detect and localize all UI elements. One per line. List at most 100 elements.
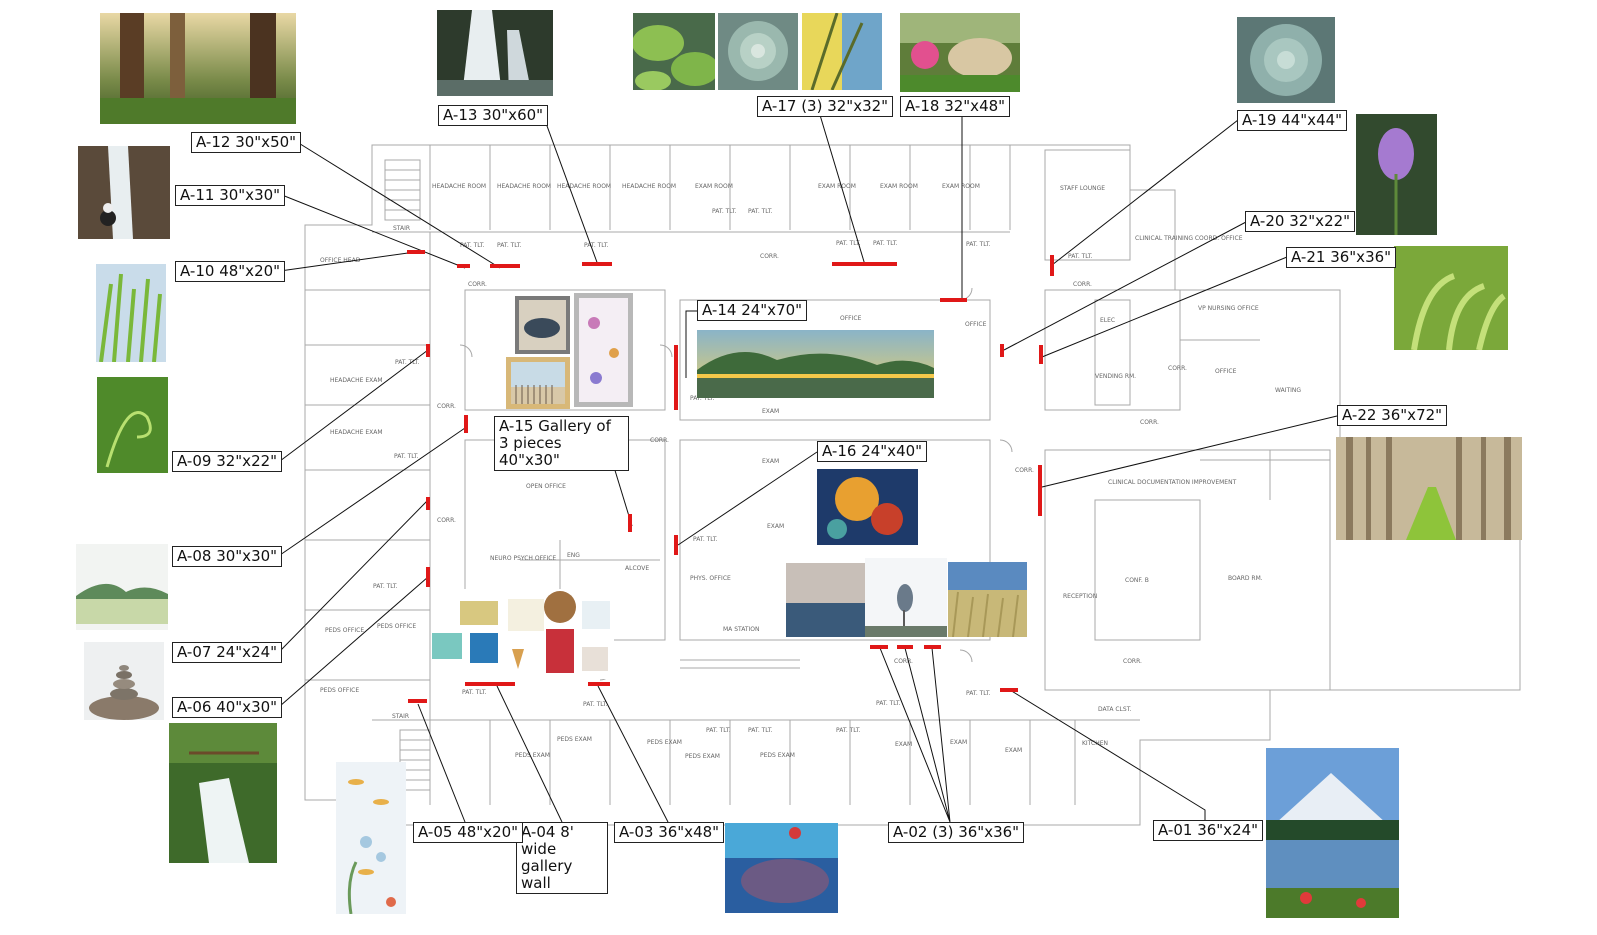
room-label: PAT. TLT. <box>748 727 773 734</box>
leader-a01 <box>1009 689 1206 822</box>
room-label: PEDS EXAM <box>760 752 795 759</box>
room-label: PAT. TLT. <box>1068 253 1093 260</box>
room-label: HEADACHE EXAM <box>330 377 383 384</box>
label-a13: A-13 30"x60" <box>438 105 549 126</box>
room-label: EXAM <box>895 741 912 748</box>
leader-a12 <box>296 141 501 269</box>
room-label: PAT. TLT. <box>748 208 773 215</box>
room-label: PAT. TLT. <box>394 453 419 460</box>
room-label: WAITING <box>1275 387 1301 394</box>
forest-photo <box>100 13 296 124</box>
room-label: EXAM ROOM <box>880 183 918 190</box>
room-label: BOARD RM. <box>1228 575 1263 582</box>
label-a12: A-12 30"x50" <box>191 132 302 153</box>
label-a20: A-20 32"x22" <box>1245 211 1356 232</box>
waterfall-photo <box>78 146 170 239</box>
garden-photo <box>900 13 1020 92</box>
leader-a08 <box>279 427 466 556</box>
label-a14: A-14 24"x70" <box>697 300 808 321</box>
tendril-photo <box>97 377 168 473</box>
room-label: CORR. <box>437 517 456 524</box>
leader-a20 <box>1003 221 1247 351</box>
room-label: HEADACHE ROOM <box>557 183 611 190</box>
room-label: PAT. TLT. <box>690 395 715 402</box>
room-label: ALCOVE <box>625 565 649 572</box>
room-label: EXAM <box>767 523 784 530</box>
room-label: PAT. TLT. <box>873 240 898 247</box>
room-label: EXAM <box>950 739 967 746</box>
leader-a19 <box>1051 119 1239 266</box>
label-a02: A-02 (3) 36"x36" <box>888 822 1025 843</box>
leader-a07 <box>279 499 429 652</box>
room-label: HEADACHE EXAM <box>330 429 383 436</box>
room-label: STAFF LOUNGE <box>1060 185 1105 192</box>
sea-photo <box>786 563 865 637</box>
room-label: CORR. <box>1015 467 1034 474</box>
label-a08: A-08 30"x30" <box>172 546 283 567</box>
leader-a06 <box>279 576 429 707</box>
label-a05: A-05 48"x20" <box>413 822 524 843</box>
room-label: PAT. TLT. <box>462 689 487 696</box>
room-label: CORR. <box>468 281 487 288</box>
label-a03: A-03 36"x48" <box>614 822 725 843</box>
room-label: PEDS EXAM <box>557 736 592 743</box>
room-label: PAT. TLT. <box>966 241 991 248</box>
room-label: PAT. TLT. <box>966 690 991 697</box>
room-label: CORR. <box>1140 419 1159 426</box>
branch-photo <box>802 13 882 90</box>
room-label: CORR. <box>1168 365 1187 372</box>
fish-art <box>574 293 633 407</box>
room-label: PAT. TLT. <box>706 727 731 734</box>
lily-pad-photo <box>633 13 715 90</box>
room-label: PAT. TLT. <box>497 242 522 249</box>
label-a09: A-09 32"x22" <box>172 451 283 472</box>
label-a04: A-04 8' wide gallery wall <box>516 822 608 894</box>
birch-forest-photo <box>1336 437 1522 540</box>
room-label: HEADACHE ROOM <box>432 183 486 190</box>
waterfall-photo <box>169 723 277 863</box>
room-label: PEDS EXAM <box>515 752 550 759</box>
leader-a04 <box>496 685 563 823</box>
room-label: VP NURSING OFFICE <box>1198 305 1259 312</box>
room-label: PEDS EXAM <box>685 753 720 760</box>
room-label: PEDS OFFICE <box>377 623 416 630</box>
leader-a05 <box>417 703 466 823</box>
room-label: OFFICE HEAD <box>320 257 361 264</box>
room-label: PHYS. OFFICE <box>690 575 731 582</box>
whale-painting <box>725 823 838 913</box>
leader-a17 <box>819 114 866 266</box>
mountain-lake-photo <box>1266 748 1399 918</box>
leader-a16 <box>677 451 818 546</box>
label-a15: A-15 Gallery of 3 pieces 40"x30" <box>494 416 629 471</box>
fern-photo <box>1394 246 1508 350</box>
room-label: CORR. <box>1123 658 1142 665</box>
leader-a21 <box>1041 256 1288 358</box>
label-a06: A-06 40"x30" <box>172 697 283 718</box>
heron-photo <box>865 558 947 637</box>
room-label: CLINICAL DOCUMENTATION IMPROVEMENT <box>1108 479 1237 486</box>
room-label: STAIR <box>392 713 409 720</box>
dune-grass-photo <box>948 562 1027 637</box>
label-a10: A-10 48"x20" <box>175 261 286 282</box>
leader-a11 <box>281 194 466 269</box>
label-a18: A-18 32"x48" <box>900 96 1011 117</box>
panorama-photo <box>697 330 934 398</box>
room-label: EXAM <box>1005 747 1022 754</box>
room-label: CLINICAL TRAINING COORD. OFFICE <box>1135 235 1243 242</box>
room-label: OFFICE <box>840 315 862 322</box>
room-label: PAT. TLT. <box>373 583 398 590</box>
room-label: PAT. TLT. <box>876 700 901 707</box>
room-label: PAT. TLT. <box>836 240 861 247</box>
lake-photo <box>76 544 168 630</box>
room-label: OPEN OFFICE <box>526 483 566 490</box>
room-label: EXAM ROOM <box>942 183 980 190</box>
room-label: PAT. TLT. <box>460 242 485 249</box>
room-label: OFFICE <box>965 321 987 328</box>
room-label: DATA CLST. <box>1098 706 1132 713</box>
stacked-stones-photo <box>84 642 164 720</box>
beach-photo <box>506 357 570 409</box>
ocean-gallery-art <box>432 589 614 679</box>
leader-a10 <box>279 251 416 272</box>
room-label: CORR. <box>1073 281 1092 288</box>
